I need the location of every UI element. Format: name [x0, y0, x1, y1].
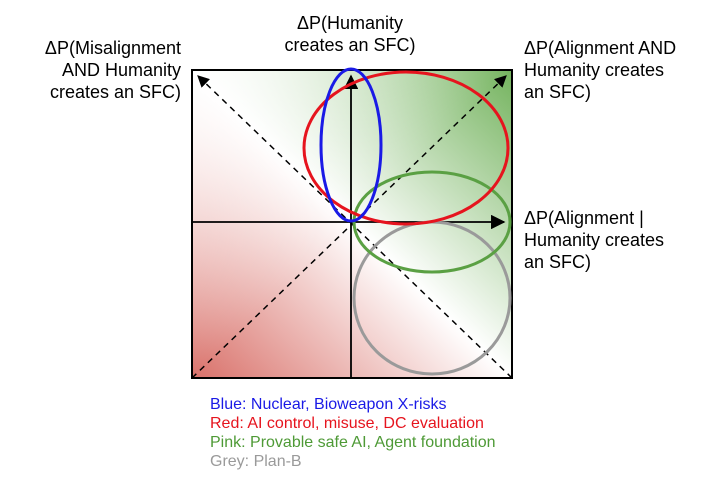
diagonal-arrow-top-right: [191, 75, 507, 379]
label-line: ΔP(Alignment AND: [524, 38, 677, 58]
blue-ellipse-nuclear-bioweapon: [319, 67, 383, 223]
label-line: ΔP(Alignment |: [524, 208, 644, 228]
label-line: creates an SFC): [284, 35, 416, 55]
legend: Blue: Nuclear, Bioweapon X-risks Red: AI…: [210, 395, 496, 471]
label-line: ΔP(Humanity: [296, 13, 404, 33]
label-line: an SFC): [524, 252, 592, 272]
legend-item-blue: Blue: Nuclear, Bioweapon X-risks: [210, 396, 447, 413]
label-line: ΔP(Misalignment: [44, 38, 181, 58]
label-line: creates an SFC): [49, 82, 181, 102]
label-line: AND Humanity: [61, 60, 181, 80]
label-top-right-alignment-and: ΔP(Alignment AND Humanity creates an SFC…: [524, 37, 714, 103]
label-top-humanity-creates-sfc: ΔP(Humanity creates an SFC): [260, 12, 440, 56]
legend-item-red: Red: AI control, misuse, DC evaluation: [210, 415, 484, 432]
label-line: Humanity creates: [524, 230, 665, 250]
label-right-alignment-given: ΔP(Alignment | Humanity creates an SFC): [524, 207, 714, 273]
label-line: an SFC): [524, 82, 592, 102]
label-top-left-misalignment: ΔP(Misalignment AND Humanity creates an …: [6, 37, 181, 103]
legend-item-pink: Pink: Provable safe AI, Agent foundation: [210, 434, 496, 451]
diagonal-arrow-top-left: [197, 75, 513, 379]
label-line: Humanity creates: [524, 60, 665, 80]
red-ellipse-ai-control: [302, 70, 510, 226]
legend-item-grey: Grey: Plan-B: [210, 453, 302, 470]
